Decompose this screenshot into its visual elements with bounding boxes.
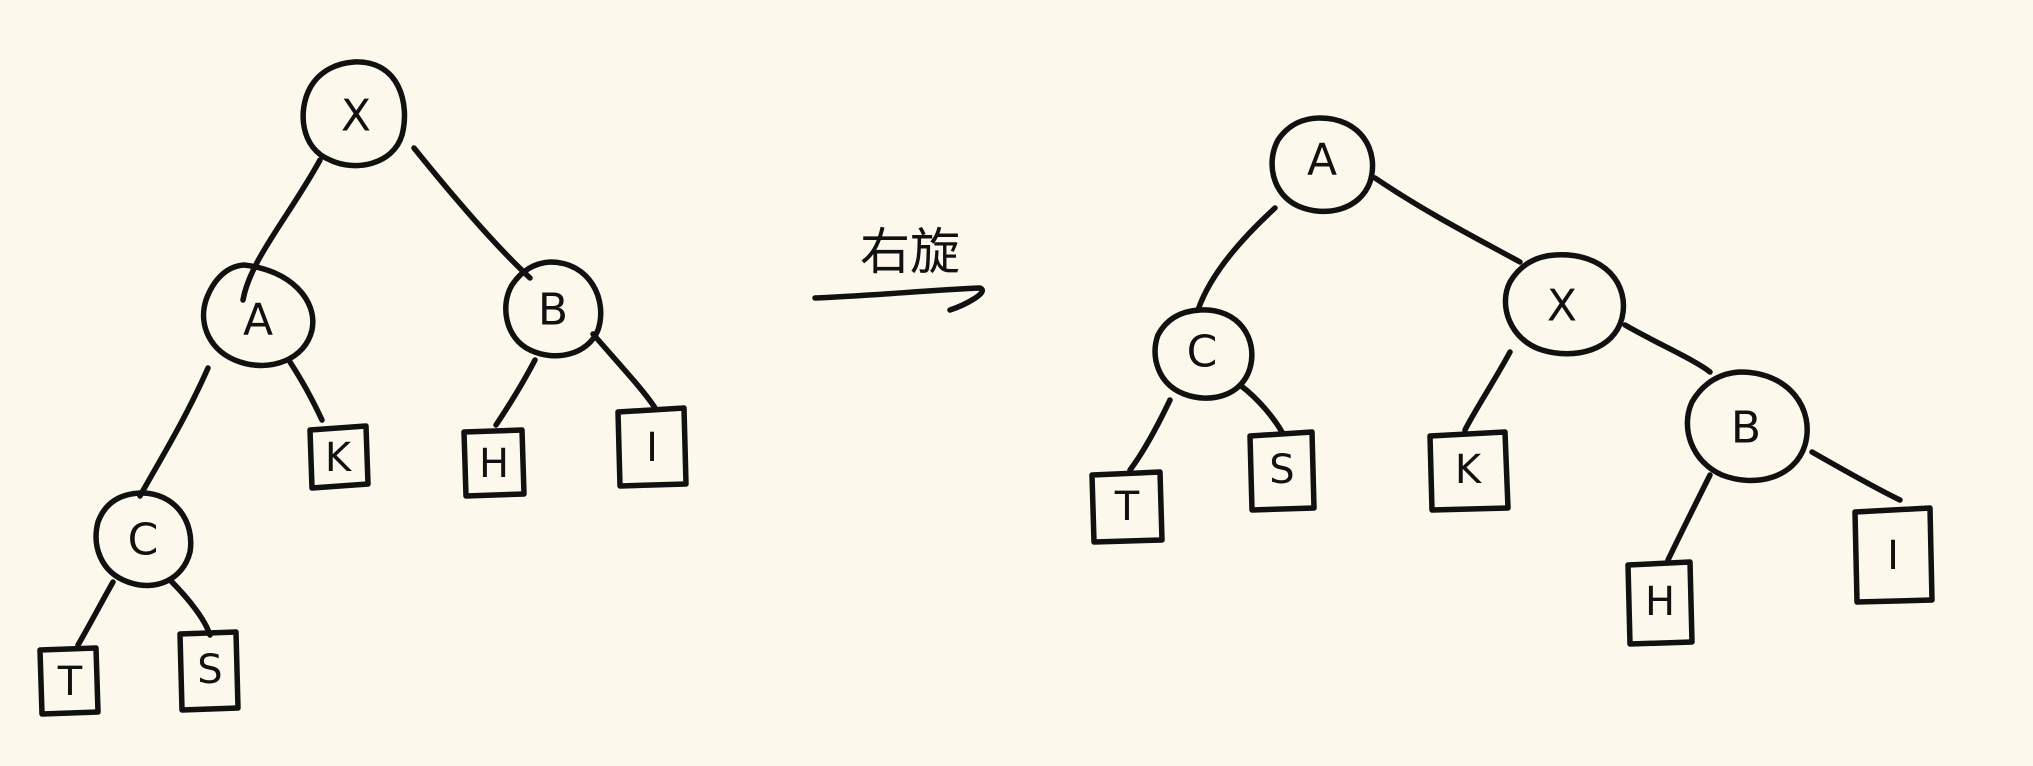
- edge-b-h-after: [1665, 472, 1713, 563]
- leaf-k-after: K: [1427, 429, 1511, 513]
- leaf-s-after: S: [1247, 429, 1317, 513]
- node-b-after: B: [1684, 369, 1810, 484]
- leaf-t: T: [37, 645, 101, 717]
- rotation-underline: [812, 285, 985, 313]
- node-a-label: A: [243, 295, 273, 346]
- edge-c-t-after: [1127, 397, 1173, 473]
- edge-b-h: [493, 357, 538, 428]
- node-x-after-label: X: [1547, 281, 1577, 332]
- node-c: C: [93, 490, 194, 589]
- rotation-label: 右旋: [860, 223, 960, 281]
- leaf-t-after-label: T: [1114, 484, 1140, 530]
- leaf-s: S: [177, 629, 241, 713]
- edge-x-b: [411, 145, 533, 281]
- edge-b-i: [590, 331, 658, 411]
- leaf-i: I: [615, 405, 689, 489]
- leaf-i-label: I: [646, 425, 658, 471]
- leaf-h-label: H: [479, 441, 509, 487]
- leaf-k-label: K: [325, 435, 353, 481]
- leaf-h-after-label: H: [1645, 579, 1675, 625]
- leaf-h: H: [461, 427, 527, 499]
- node-x: X: [300, 59, 408, 169]
- edge-c-t: [75, 579, 116, 648]
- node-a: A: [200, 262, 316, 369]
- leaf-t-label: T: [57, 659, 83, 705]
- edge-a-x-after: [1372, 175, 1523, 265]
- edge-b-i-after: [1809, 449, 1903, 503]
- node-b: B: [503, 259, 604, 359]
- node-x-after: X: [1502, 252, 1627, 357]
- leaf-i-after-label: I: [1887, 533, 1899, 579]
- before-tree: X A B C K H: [37, 59, 689, 717]
- edge-x-k-after: [1462, 349, 1513, 433]
- edge-c-s-after: [1237, 382, 1285, 435]
- leaf-s-after-label: S: [1269, 447, 1294, 493]
- rotation-operation: 右旋: [812, 223, 985, 313]
- node-c-label: C: [128, 515, 159, 566]
- leaf-k: K: [307, 423, 371, 491]
- node-b-label: B: [538, 285, 568, 336]
- leaf-k-after-label: K: [1455, 447, 1483, 493]
- leaf-h-after: H: [1625, 559, 1695, 647]
- edge-c-s: [167, 577, 213, 638]
- node-x-label: X: [341, 91, 371, 142]
- edge-a-c: [137, 365, 211, 499]
- after-tree: A C X B T S: [1089, 115, 1935, 647]
- node-b-after-label: B: [1731, 403, 1761, 454]
- edge-a-c-after: [1195, 205, 1278, 313]
- node-c-after-label: C: [1187, 327, 1218, 378]
- leaf-t-after: T: [1089, 469, 1165, 545]
- edge-x-a: [240, 157, 323, 303]
- leaf-i-after: I: [1852, 505, 1935, 605]
- node-a-after: A: [1269, 115, 1376, 215]
- edge-a-k: [287, 359, 325, 423]
- edge-x-b-after: [1622, 322, 1713, 375]
- leaf-s-label: S: [197, 647, 222, 693]
- node-c-after: C: [1152, 307, 1255, 401]
- node-a-after-label: A: [1307, 135, 1337, 186]
